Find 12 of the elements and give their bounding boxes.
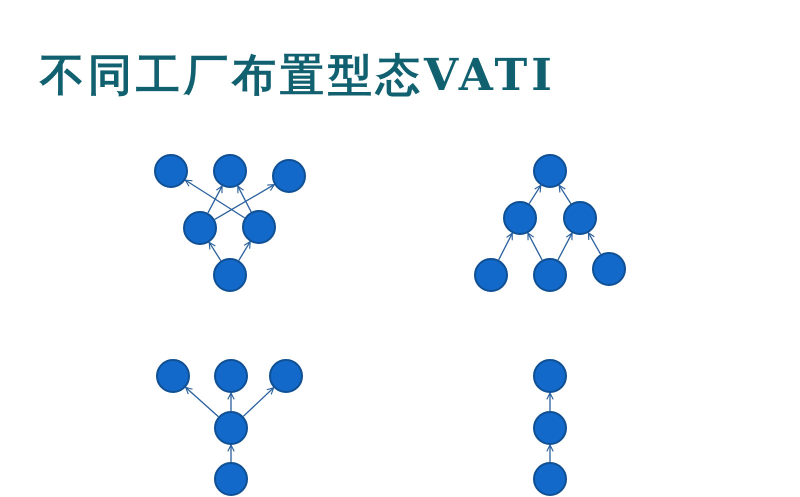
arrow	[546, 392, 554, 411]
arrow	[546, 444, 554, 462]
arrow	[242, 387, 274, 417]
arrow	[184, 180, 245, 218]
arrow	[498, 232, 513, 260]
arrow	[227, 444, 235, 462]
title: 不同工厂布置型态VATI	[40, 49, 556, 103]
arrow	[227, 392, 235, 411]
arrow	[237, 186, 252, 212]
arrow	[214, 184, 275, 220]
arrow	[185, 386, 219, 418]
arrow	[238, 241, 251, 261]
